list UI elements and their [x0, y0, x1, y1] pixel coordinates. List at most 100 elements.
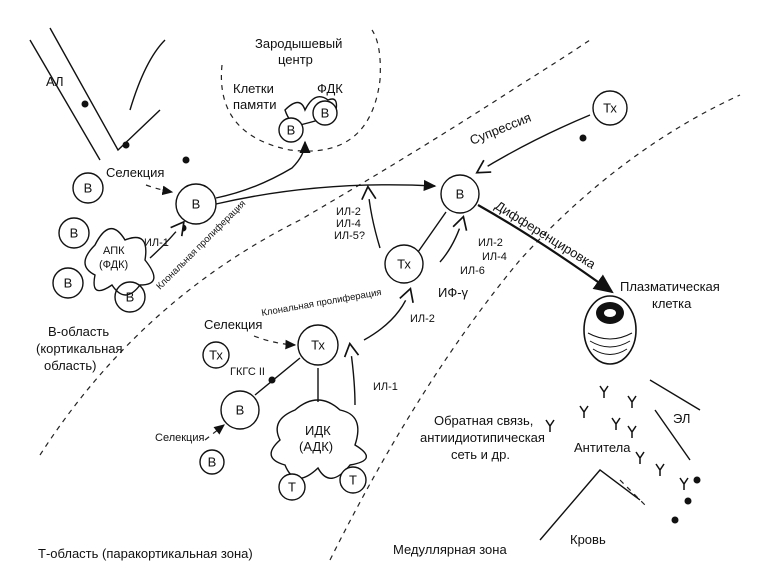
b-cell-t-area-small-letter: В [208, 455, 217, 470]
b-cell-mid-left-letter: В [70, 226, 79, 241]
th-naive-cell [297, 324, 339, 366]
fdk-label-germinal: ФДК [317, 81, 343, 96]
b-area-sub-1: (кортикальная [36, 341, 123, 356]
differentiation-arrow [477, 204, 614, 294]
germinal-center-boundary [220, 29, 381, 152]
plasma-cell-sub-label: клетка [652, 296, 692, 311]
antibody-symbols [545, 385, 689, 490]
t-cell-left [278, 473, 306, 501]
antibody-icon [545, 419, 555, 432]
afferent-lymph-vessel-outer [49, 27, 161, 152]
feedback-label-1: Обратная связь, [434, 413, 533, 428]
th-small-letter: Тх [209, 348, 223, 363]
t-cell-right-letter: Т [349, 473, 357, 488]
antibodies-label: Антитела [574, 440, 631, 455]
b-area-cells: В В В В АПК (ФДК) В [52, 100, 217, 313]
antibody-icon [579, 405, 589, 418]
b-cell-low-left-letter: В [64, 276, 73, 291]
b-cell-low-right [114, 281, 146, 313]
selection-arrow-b [145, 184, 174, 196]
idk-label: ИДК [305, 423, 331, 438]
blood-vessel-dash [619, 479, 646, 506]
il4-label-b: ИЛ-4 [482, 251, 507, 263]
b-cell-top-left [72, 172, 104, 204]
antibody-icon [635, 451, 645, 464]
efferent-lymph-label: ЭЛ [673, 411, 690, 426]
memory-b-cell-1 [278, 117, 304, 143]
t-cell-right [339, 466, 367, 494]
differentiation-label: Дифференцировка [492, 198, 599, 272]
b-cell-low-right-letter: В [126, 290, 135, 305]
feedback-label-2: антиидиотипическая [420, 430, 545, 445]
blood-vessel-outer [539, 469, 641, 541]
germinal-center-label-1: Зародышевый [255, 36, 342, 51]
region-boundaries [29, 27, 741, 561]
antibody-icon [611, 417, 621, 430]
selection-arrow-t [253, 335, 297, 350]
selection-label-b-t: Селекция [155, 432, 204, 444]
il1-arrow-apk [149, 220, 185, 259]
antigen-dot-el-1 [693, 476, 701, 484]
antibody-icon [679, 477, 689, 490]
idk-sub-label: (АДК) [299, 439, 333, 454]
antibody-icon [655, 463, 665, 476]
memory-cells-label-2: памяти [233, 97, 276, 112]
b-cell-top-left-letter: В [84, 181, 93, 196]
suppression-arrow [475, 114, 591, 174]
b-area-label: В-область [48, 324, 109, 339]
antibody-icon [599, 385, 609, 398]
b-cell-mid-left [58, 217, 90, 249]
il6-label-b: ИЛ-6 [460, 265, 485, 277]
selection-arrow-b-t [204, 424, 225, 441]
plasma-cell-er-1 [587, 332, 633, 340]
t-area-label: Т-область (паракортикальная зона) [38, 546, 253, 561]
memory-b-cell-2 [312, 100, 338, 126]
antigen-dot-el-3 [671, 516, 679, 524]
plasma-cell-er-3 [592, 348, 628, 355]
cortex-boundary [39, 39, 591, 456]
ifg-label: ИФ-γ [438, 285, 469, 300]
il2-arrow-th [363, 287, 414, 341]
il2-label-b: ИЛ-2 [478, 237, 503, 249]
antigen-dot-afferent-2 [122, 141, 130, 149]
th-to-b-contact [417, 211, 447, 253]
apk-fdk-cell [84, 228, 155, 296]
il5-label-top: ИЛ-5? [334, 230, 365, 242]
antigen-dot-afferent [81, 100, 89, 108]
selection-label-t: Селекция [204, 317, 262, 332]
cytokine-arrow-up [361, 184, 381, 249]
apk-sub-label: (ФДК) [99, 259, 128, 271]
plasma-cell [583, 295, 637, 365]
efferent-vessel-wall [654, 409, 691, 461]
b-area-sub-2: область) [44, 358, 96, 373]
b-to-activated-b-arrow [215, 179, 437, 205]
b-cell-low-left [52, 267, 84, 299]
th-naive-letter: Тх [311, 338, 325, 353]
plasma-cell-er-2 [589, 340, 631, 348]
t-cell-left-letter: Т [288, 480, 296, 495]
il2-label-th: ИЛ-2 [410, 313, 435, 325]
b-to-germinal-arrow [215, 140, 311, 199]
th-helper-cell [384, 244, 424, 284]
germinal-center-label-2: центр [278, 52, 313, 67]
antibody-icon [627, 395, 637, 408]
afferent-lymph-vessel-inner [29, 39, 101, 161]
memory-cells-label-1: Клетки [233, 81, 274, 96]
blood-label: Кровь [570, 532, 606, 547]
suppression-label: Супрессия [468, 110, 534, 148]
memory-b-cell-2-letter: В [321, 106, 330, 121]
b-cell-t-area [220, 390, 260, 430]
th-helper-letter: Тх [397, 257, 411, 272]
memory-b-cell-1-letter: В [287, 123, 296, 138]
b-cell-selected-letter: В [192, 197, 201, 212]
th-small-cell [202, 341, 230, 369]
il1-arrow-idk [343, 341, 360, 406]
afferent-lymph-label: АЛ [46, 74, 64, 89]
medullary-zone-label: Медуллярная зона [393, 542, 507, 557]
feedback-label-3: сеть и др. [451, 447, 510, 462]
afferent-lymph-branch [129, 39, 166, 111]
b-cell-activated [440, 174, 480, 214]
plasma-cell-label: Плазматическая [620, 279, 720, 294]
